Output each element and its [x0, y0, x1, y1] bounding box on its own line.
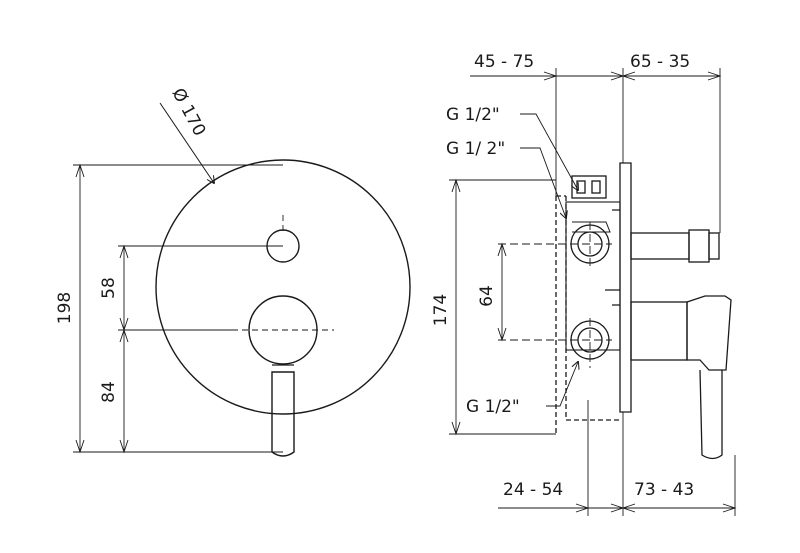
wall-plate	[619, 162, 632, 413]
top-right-dimension: 65 - 35	[630, 52, 690, 72]
diverter-stem	[630, 232, 690, 260]
top-left-dimension: 45 - 75	[474, 52, 534, 72]
side-view	[555, 162, 732, 460]
bottom-left-dimension: 24 - 54	[503, 480, 563, 500]
mixer-stem	[630, 301, 688, 361]
lever-side	[686, 295, 732, 371]
front-dimensions	[73, 163, 283, 454]
lever-arm-side	[699, 369, 723, 460]
height-upper-label: 58	[99, 277, 119, 299]
bottom-right-dimension: 73 - 43	[634, 480, 694, 500]
height-total-label: 198	[55, 292, 75, 324]
side-dimensions	[449, 68, 737, 516]
thread-label-top-2: G 1/ 2"	[446, 139, 505, 159]
thread-label-top-1: G 1/2"	[446, 105, 500, 125]
thread-label-bottom: G 1/2"	[466, 397, 520, 417]
faceplate-circle	[155, 159, 411, 415]
diameter-label: Ø 170	[168, 85, 210, 140]
height-dimension: 174	[431, 294, 451, 326]
diameter-leader	[159, 102, 214, 183]
port-spacing-dimension: 64	[477, 285, 497, 307]
height-lower-label: 84	[99, 381, 119, 403]
front-view	[155, 102, 411, 457]
